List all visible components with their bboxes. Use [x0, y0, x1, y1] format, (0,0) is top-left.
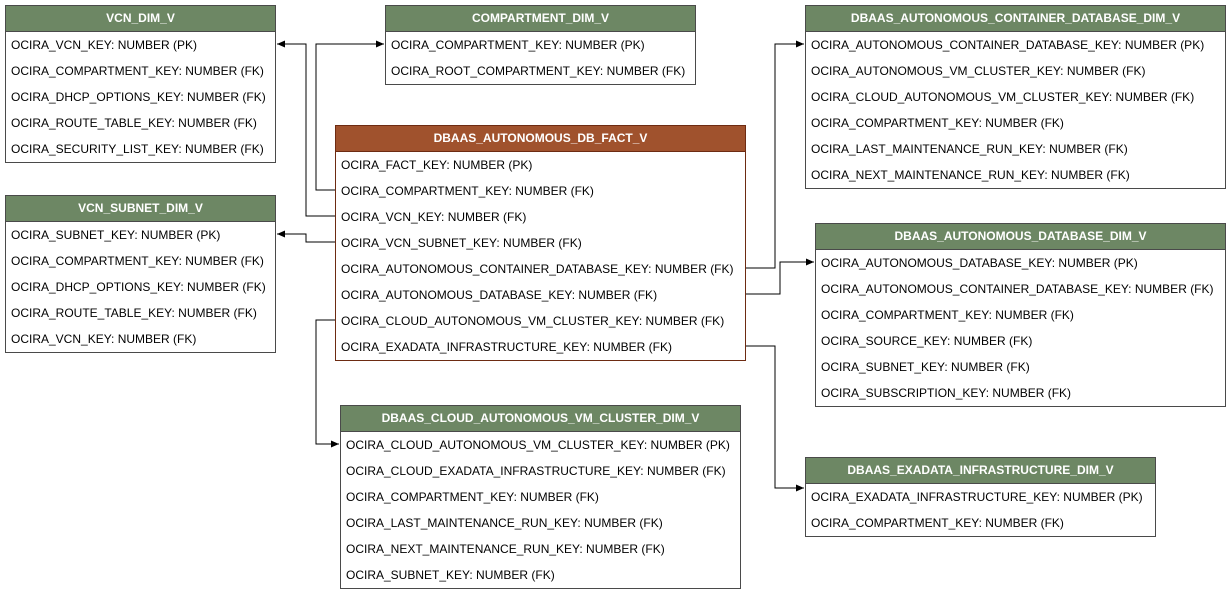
field-row: OCIRA_CLOUD_AUTONOMOUS_VM_CLUSTER_KEY: N…	[346, 438, 730, 452]
entity-title: DBAAS_AUTONOMOUS_CONTAINER_DATABASE_DIM_…	[806, 6, 1225, 32]
field-row: OCIRA_LAST_MAINTENANCE_RUN_KEY: NUMBER (…	[811, 142, 1128, 156]
field-row: OCIRA_SECURITY_LIST_KEY: NUMBER (FK)	[11, 142, 264, 156]
connector-fact-to-exadata-infrastructure	[746, 345, 804, 492]
field-row: OCIRA_AUTONOMOUS_CONTAINER_DATABASE_KEY:…	[341, 262, 734, 276]
field-row: OCIRA_COMPARTMENT_KEY: NUMBER (FK)	[811, 116, 1064, 130]
field-row: OCIRA_DHCP_OPTIONS_KEY: NUMBER (FK)	[11, 90, 266, 104]
field-row: OCIRA_COMPARTMENT_KEY: NUMBER (FK)	[821, 308, 1074, 322]
field-row: OCIRA_DHCP_OPTIONS_KEY: NUMBER (FK)	[11, 280, 266, 294]
entity-title: VCN_SUBNET_DIM_V	[6, 196, 275, 222]
connector-fact-to-vcn-subnet	[277, 230, 335, 243]
connector-fact-to-vcn	[277, 40, 335, 217]
field-row: OCIRA_SUBNET_KEY: NUMBER (FK)	[821, 360, 1030, 374]
field-row: OCIRA_COMPARTMENT_KEY: NUMBER (FK)	[11, 64, 264, 78]
field-row: OCIRA_COMPARTMENT_KEY: NUMBER (FK)	[11, 254, 264, 268]
field-row: OCIRA_SOURCE_KEY: NUMBER (FK)	[821, 334, 1033, 348]
field-row: OCIRA_COMPARTMENT_KEY: NUMBER (FK)	[346, 490, 599, 504]
entity-title: DBAAS_EXADATA_INFRASTRUCTURE_DIM_V	[806, 458, 1155, 484]
field-row: OCIRA_AUTONOMOUS_DATABASE_KEY: NUMBER (F…	[341, 288, 658, 302]
field-row: OCIRA_CLOUD_AUTONOMOUS_VM_CLUSTER_KEY: N…	[341, 314, 725, 328]
entity-compartment-dim[interactable]: COMPARTMENT_DIM_V OCIRA_COMPARTMENT_KEY:…	[385, 5, 696, 85]
connector-fact-to-autonomous-database	[746, 258, 814, 295]
field-row: OCIRA_VCN_SUBNET_KEY: NUMBER (FK)	[341, 236, 582, 250]
field-row: OCIRA_AUTONOMOUS_VM_CLUSTER_KEY: NUMBER …	[811, 64, 1146, 78]
field-row: OCIRA_SUBNET_KEY: NUMBER (PK)	[11, 228, 221, 242]
field-row: OCIRA_FACT_KEY: NUMBER (PK)	[341, 158, 533, 172]
field-row: OCIRA_LAST_MAINTENANCE_RUN_KEY: NUMBER (…	[346, 516, 663, 530]
connector-fact-to-container-database	[746, 40, 804, 269]
field-row: OCIRA_CLOUD_AUTONOMOUS_VM_CLUSTER_KEY: N…	[811, 90, 1195, 104]
field-row: OCIRA_ROOT_COMPARTMENT_KEY: NUMBER (FK)	[391, 64, 686, 78]
entity-autonomous-database-dim[interactable]: DBAAS_AUTONOMOUS_DATABASE_DIM_V OCIRA_AU…	[815, 223, 1226, 407]
entity-autonomous-container-database-dim[interactable]: DBAAS_AUTONOMOUS_CONTAINER_DATABASE_DIM_…	[805, 5, 1226, 189]
field-row: OCIRA_ROUTE_TABLE_KEY: NUMBER (FK)	[11, 116, 257, 130]
entity-title: DBAAS_CLOUD_AUTONOMOUS_VM_CLUSTER_DIM_V	[341, 406, 740, 432]
entity-exadata-infrastructure-dim[interactable]: DBAAS_EXADATA_INFRASTRUCTURE_DIM_V OCIRA…	[805, 457, 1156, 537]
entity-title: COMPARTMENT_DIM_V	[386, 6, 695, 32]
entity-autonomous-db-fact[interactable]: DBAAS_AUTONOMOUS_DB_FACT_V OCIRA_FACT_KE…	[335, 125, 746, 361]
field-row: OCIRA_NEXT_MAINTENANCE_RUN_KEY: NUMBER (…	[346, 542, 665, 556]
field-row: OCIRA_AUTONOMOUS_CONTAINER_DATABASE_KEY:…	[811, 38, 1205, 52]
field-row: OCIRA_NEXT_MAINTENANCE_RUN_KEY: NUMBER (…	[811, 168, 1130, 182]
field-row: OCIRA_COMPARTMENT_KEY: NUMBER (FK)	[811, 516, 1064, 530]
field-row: OCIRA_VCN_KEY: NUMBER (FK)	[341, 210, 527, 224]
field-row: OCIRA_COMPARTMENT_KEY: NUMBER (PK)	[391, 38, 645, 52]
entity-title: DBAAS_AUTONOMOUS_DB_FACT_V	[336, 126, 745, 152]
field-row: OCIRA_AUTONOMOUS_CONTAINER_DATABASE_KEY:…	[821, 282, 1214, 296]
entity-vcn-dim[interactable]: VCN_DIM_V OCIRA_VCN_KEY: NUMBER (PK) OCI…	[5, 5, 276, 163]
entity-cloud-autonomous-vm-cluster-dim[interactable]: DBAAS_CLOUD_AUTONOMOUS_VM_CLUSTER_DIM_V …	[340, 405, 741, 589]
entity-title: VCN_DIM_V	[6, 6, 275, 32]
field-row: OCIRA_VCN_KEY: NUMBER (FK)	[11, 332, 197, 346]
entity-title: DBAAS_AUTONOMOUS_DATABASE_DIM_V	[816, 224, 1225, 250]
field-row: OCIRA_CLOUD_EXADATA_INFRASTRUCTURE_KEY: …	[346, 464, 726, 478]
field-row: OCIRA_EXADATA_INFRASTRUCTURE_KEY: NUMBER…	[811, 490, 1143, 504]
field-row: OCIRA_COMPARTMENT_KEY: NUMBER (FK)	[341, 184, 594, 198]
field-row: OCIRA_AUTONOMOUS_DATABASE_KEY: NUMBER (P…	[821, 256, 1138, 270]
field-row: OCIRA_SUBSCRIPTION_KEY: NUMBER (FK)	[821, 386, 1072, 400]
entity-vcn-subnet-dim[interactable]: VCN_SUBNET_DIM_V OCIRA_SUBNET_KEY: NUMBE…	[5, 195, 276, 353]
field-row: OCIRA_ROUTE_TABLE_KEY: NUMBER (FK)	[11, 306, 257, 320]
field-row: OCIRA_EXADATA_INFRASTRUCTURE_KEY: NUMBER…	[341, 340, 672, 354]
field-row: OCIRA_SUBNET_KEY: NUMBER (FK)	[346, 568, 555, 582]
field-row: OCIRA_VCN_KEY: NUMBER (PK)	[11, 38, 198, 52]
